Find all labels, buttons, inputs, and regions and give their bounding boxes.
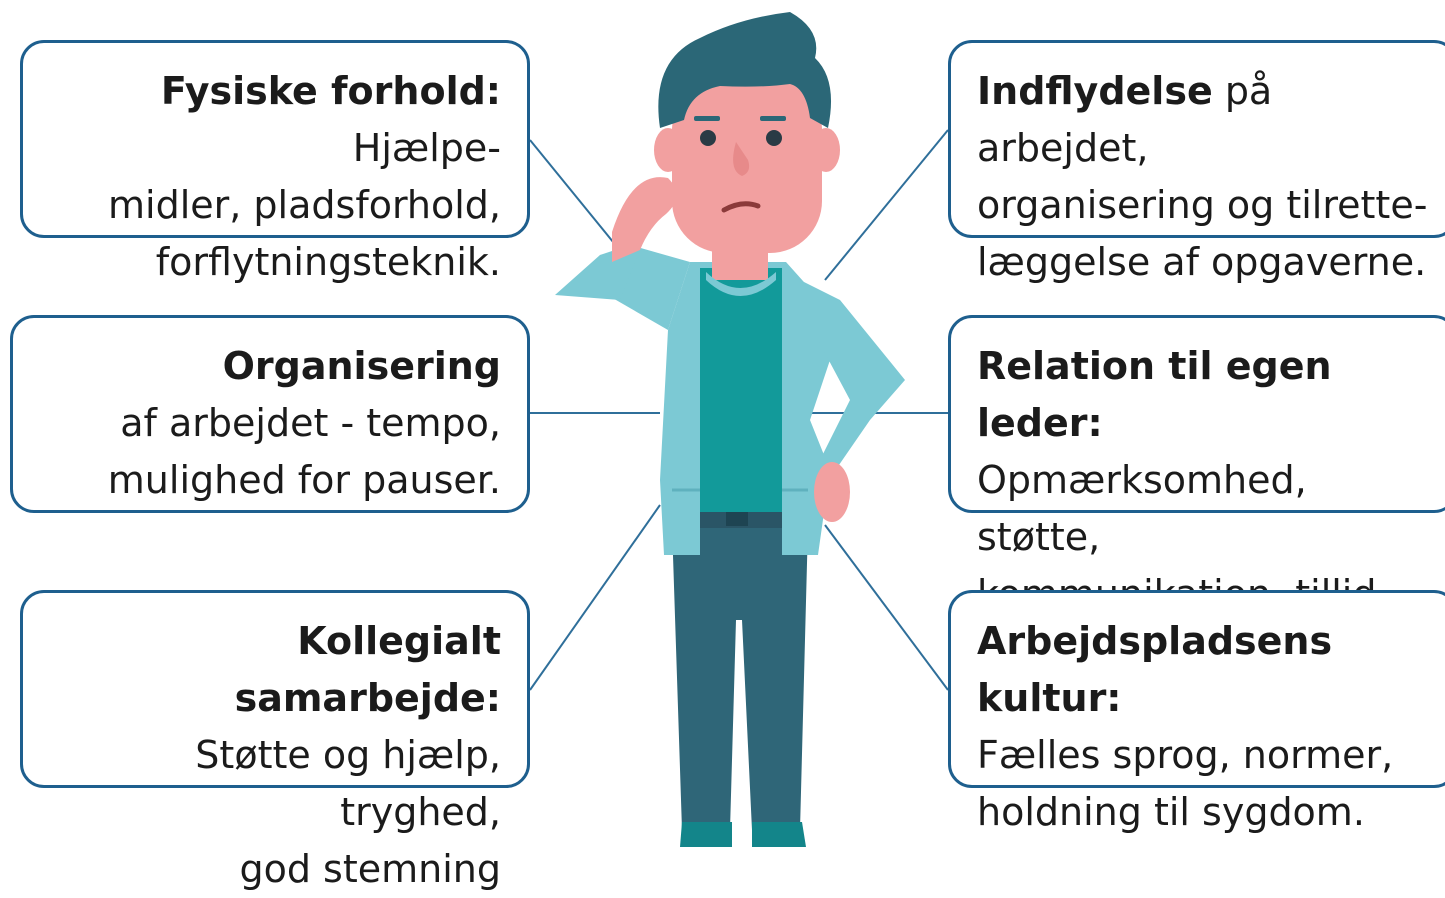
box-text: Fælles sprog, normer, [977, 733, 1394, 777]
right-eye [766, 130, 782, 146]
hip-hand [814, 462, 850, 522]
box-title: Arbejdspladsens kultur: [977, 619, 1333, 720]
box-title: Organisering [222, 344, 501, 388]
box-text: Hjælpe- [352, 126, 501, 170]
box-text: god stemning [239, 847, 501, 891]
box-text: organisering og tilrette- [977, 183, 1428, 227]
right-shoe [752, 822, 806, 847]
box-text: Opmærksomhed, støtte, [977, 458, 1307, 559]
box-collegial-cooperation: Kollegialt samarbejde: Støtte og hjælp, … [20, 590, 530, 891]
box-text: mulighed for pauser. [107, 458, 501, 502]
box-text: forflytningsteknik. [155, 240, 501, 284]
box-text: Støtte og hjælp, tryghed, [195, 733, 501, 834]
jacket [660, 262, 835, 555]
mouth [721, 201, 761, 213]
hip-arm [800, 280, 905, 478]
forearm [555, 250, 640, 300]
connector-bottom-right [824, 524, 949, 691]
hair [658, 12, 832, 128]
box-text: læggelse af opgaverne. [977, 240, 1427, 284]
raised-hand [612, 177, 677, 262]
box-text: på arbejdet, [977, 69, 1273, 170]
box-relation-to-manager: Relation til egen leder: Opmærksomhed, s… [948, 315, 1445, 616]
box-text: af arbejdet - tempo, [120, 401, 501, 445]
box-influence: Indflydelse på arbejdet, organisering og… [948, 40, 1445, 284]
left-eye [700, 130, 716, 146]
box-title: Relation til egen leder: [977, 344, 1332, 445]
shirt [700, 268, 782, 512]
pants [672, 525, 808, 830]
box-text: midler, pladsforhold, [108, 183, 501, 227]
box-title: Fysiske forhold: [160, 69, 501, 113]
left-ear [654, 128, 682, 172]
box-text: holdning til sygdom. [977, 790, 1365, 834]
connector-bottom-left [529, 504, 661, 691]
box-title: Kollegialt samarbejde: [234, 619, 501, 720]
box-organisation: Organisering af arbejdet - tempo, muligh… [10, 315, 530, 513]
belt-buckle [726, 510, 748, 526]
box-workplace-culture: Arbejdspladsens kultur: Fælles sprog, no… [948, 590, 1445, 834]
thinking-person-illustration [555, 12, 905, 847]
box-title: Indflydelse [977, 69, 1213, 113]
connector-top-right [824, 129, 949, 281]
left-shoe [680, 822, 732, 847]
right-ear [812, 128, 840, 172]
nose [733, 142, 750, 176]
box-physical-conditions: Fysiske forhold: Hjælpe- midler, pladsfo… [20, 40, 530, 284]
